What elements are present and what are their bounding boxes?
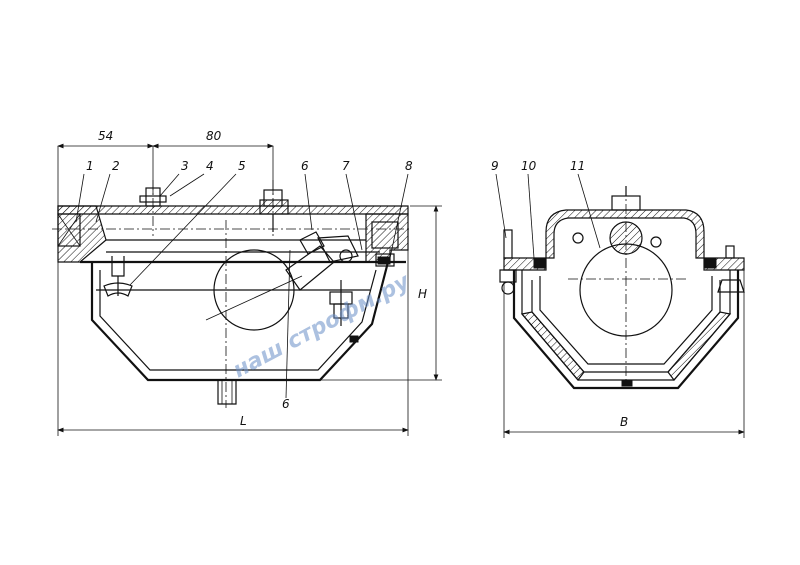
side-view: 54 80 1 2 3 4 5 6 7 8 6 (52, 129, 442, 436)
top-dimensions: 54 80 (57, 129, 274, 220)
callout-1: 1 (86, 159, 94, 173)
callout-9: 9 (491, 159, 499, 173)
callout-4: 4 (206, 159, 214, 173)
callout-11: 11 (570, 159, 585, 173)
dimension-80: 80 (206, 129, 222, 143)
callout-6-top: 6 (301, 159, 309, 173)
dimension-B: B (620, 415, 628, 429)
callout-5: 5 (238, 159, 246, 173)
callout-2: 2 (112, 159, 120, 173)
width-dimension: B (503, 270, 745, 438)
callout-8: 8 (405, 159, 413, 173)
length-dimension: L (57, 250, 409, 436)
dimension-L: L (240, 414, 247, 428)
height-dimension: H (320, 205, 442, 381)
dimension-54: 54 (98, 129, 113, 143)
float-ball-side (213, 249, 295, 331)
callout-6-bottom: 6 (282, 397, 290, 411)
dimension-H: H (418, 287, 427, 301)
float-ball-end (579, 243, 673, 337)
side-callouts: 1 2 3 4 5 6 7 8 6 (75, 159, 413, 411)
callout-7: 7 (342, 159, 350, 173)
end-view: 9 10 11 (491, 159, 745, 438)
callout-3: 3 (181, 159, 189, 173)
callout-10: 10 (521, 159, 537, 173)
